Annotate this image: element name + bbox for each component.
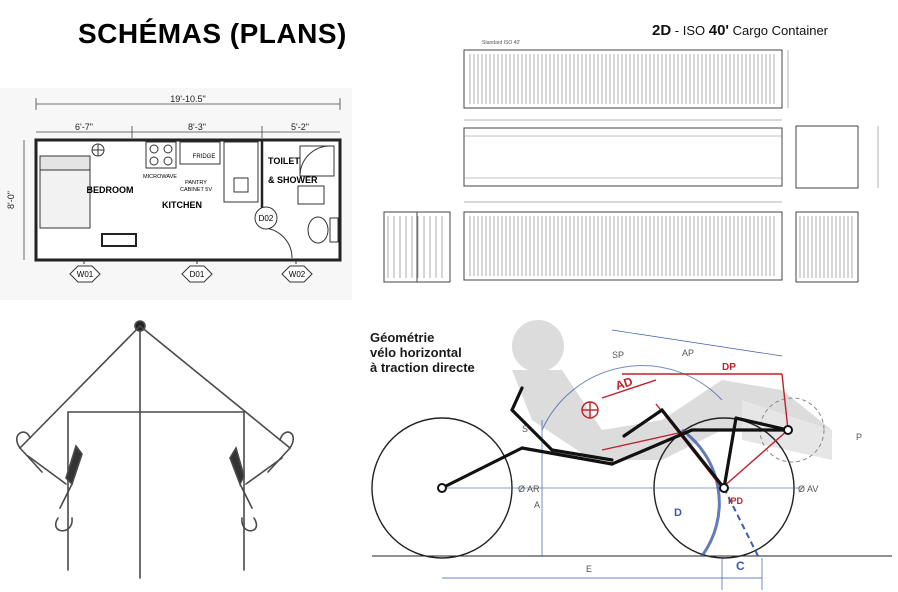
label-sp: SP — [612, 350, 624, 360]
label-ap: AP — [682, 348, 694, 358]
svg-text:D01: D01 — [190, 270, 205, 279]
label-c: C — [736, 559, 745, 573]
pantry-label: PANTRY — [185, 180, 207, 186]
segment-label-1: 6'-7" — [75, 122, 93, 132]
bedroom-label: BEDROOM — [87, 185, 134, 195]
cabinet-label: CABINET 5V — [180, 187, 212, 193]
page-title: SCHÉMAS (PLANS) — [78, 18, 347, 49]
microwave-label: MICROWAVE — [143, 174, 177, 180]
label-e: E — [586, 564, 592, 574]
door-tag-w02: W02 — [281, 265, 313, 283]
label-a: A — [534, 500, 540, 510]
fridge-label: FRIDGE — [193, 154, 216, 160]
segment-label-2: 8'-3" — [188, 122, 206, 132]
kitchen-label: KITCHEN — [162, 200, 202, 210]
geometry-title: Géométrie vélo horizontal à traction dir… — [370, 330, 475, 375]
label-ar: Ø AR — [518, 484, 540, 494]
svg-text:W02: W02 — [289, 270, 306, 279]
total-width-label: 19'-10.5" — [170, 94, 205, 104]
bike-frame — [440, 386, 790, 490]
label-p: P — [856, 432, 862, 442]
toilet-label: TOILET — [268, 156, 300, 166]
hanging-structure-sketch — [15, 320, 295, 579]
floor-plan-drawing: 19'-10.5" 6'-7" 8'-3" 5'-2" 8'-0" FRIDGE… — [0, 88, 352, 300]
label-av: Ø AV — [798, 484, 818, 494]
height-label: 8'-0" — [6, 191, 16, 209]
svg-text:W01: W01 — [77, 270, 94, 279]
bike-geometry-diagram: SP AP AD DP S P Ø AR Ø AV A D IPD E C — [371, 320, 892, 590]
container-title: 2D - ISO 40' Cargo Container — [652, 22, 829, 39]
label-ipd: IPD — [728, 496, 744, 506]
container-note: Standard ISO 40' — [482, 40, 520, 46]
label-d: D — [674, 507, 682, 519]
container-drawing: Standard ISO 40' — [383, 40, 879, 283]
label-dp: DP — [722, 362, 736, 373]
segment-label-3: 5'-2" — [291, 122, 309, 132]
shower-label: & SHOWER — [268, 175, 318, 185]
label-ad: AD — [614, 374, 635, 393]
door-tag-d01: D01 — [181, 265, 213, 283]
label-s: S — [522, 424, 528, 434]
door-tag-w01: W01 — [69, 265, 101, 283]
door-tag-d02: D02 — [259, 214, 274, 223]
